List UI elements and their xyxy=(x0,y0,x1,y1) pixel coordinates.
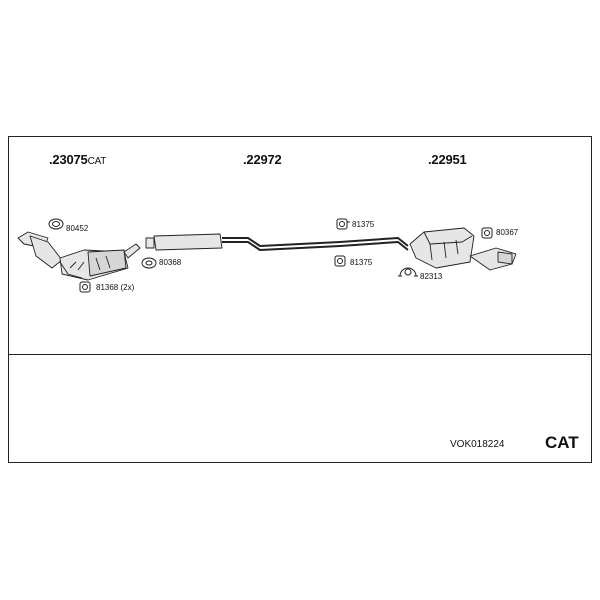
diagram-frame xyxy=(8,136,592,463)
label-80367: 80367 xyxy=(496,228,519,237)
hanger-80367-icon xyxy=(481,227,493,239)
hanger-81368-icon xyxy=(79,281,91,293)
part-number-suffix: CAT xyxy=(87,156,107,167)
part-number-text: .22972 xyxy=(243,152,282,167)
middle-pipe-part xyxy=(145,221,409,251)
part-number-text: .22951 xyxy=(428,152,467,167)
label-80368: 80368 xyxy=(159,258,182,267)
frame-divider xyxy=(8,354,592,355)
label-81368: 81368 (2x) xyxy=(96,283,135,292)
label-81375-bottom: 81375 xyxy=(350,258,373,267)
clamp-80368-icon xyxy=(141,257,157,269)
label-80452: 80452 xyxy=(66,224,89,233)
catalytic-converter-part xyxy=(17,231,141,281)
label-81375-top: 81375 xyxy=(352,220,375,229)
part-number-rear-silencer: .22951 xyxy=(428,152,467,167)
kit-code: VOK018224 xyxy=(450,439,505,450)
part-number-middle-pipe: .22972 xyxy=(243,152,282,167)
gasket-80452-icon xyxy=(48,218,64,230)
part-number-text: .23075 xyxy=(49,152,88,167)
hanger-81375-bottom-icon xyxy=(334,255,346,267)
cat-badge: CAT xyxy=(545,433,579,452)
label-82313: 82313 xyxy=(420,272,443,281)
clamp-82313-icon xyxy=(398,267,418,277)
part-number-catalyst: .23075CAT xyxy=(49,152,106,167)
hanger-81375-top-icon xyxy=(336,218,348,230)
rear-silencer-part xyxy=(409,227,517,271)
